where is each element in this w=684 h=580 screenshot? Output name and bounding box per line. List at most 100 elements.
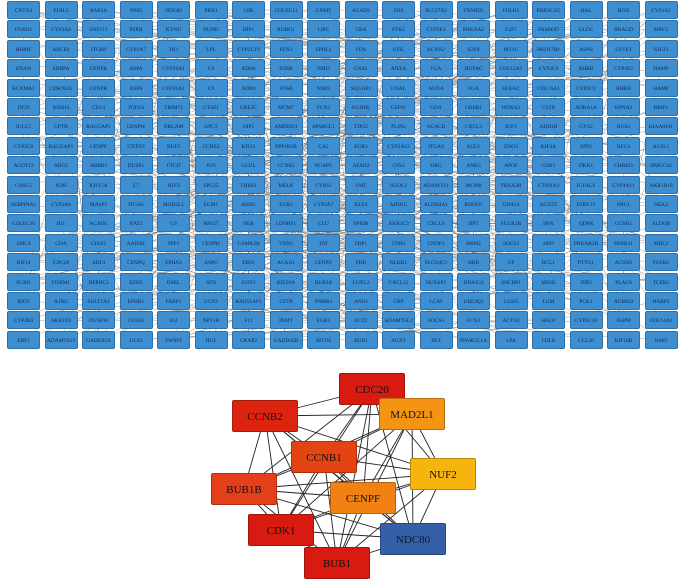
- network-node[interactable]: CDC20: [44, 253, 78, 272]
- network-node[interactable]: ATAD2: [344, 156, 378, 175]
- network-node[interactable]: IGLL5: [7, 117, 40, 136]
- network-node[interactable]: C9: [194, 78, 228, 97]
- network-node[interactable]: CYP1A2: [644, 1, 678, 19]
- network-node[interactable]: CPS1: [382, 156, 415, 175]
- network-node[interactable]: DUSP1: [119, 156, 153, 175]
- network-node[interactable]: AHSG: [232, 195, 265, 213]
- network-node[interactable]: CENPK: [82, 59, 115, 78]
- network-node[interactable]: COL15A1: [532, 78, 565, 97]
- network-node[interactable]: SPDL1: [307, 39, 340, 58]
- network-node[interactable]: EGR2: [269, 195, 303, 213]
- network-node[interactable]: MASP1: [82, 195, 115, 213]
- network-node[interactable]: CENPU: [307, 253, 340, 272]
- network-node[interactable]: GNMT: [307, 1, 340, 19]
- network-node[interactable]: ID1: [44, 214, 78, 233]
- network-node[interactable]: LCAT: [419, 292, 453, 310]
- network-node[interactable]: HOXA3: [494, 98, 528, 116]
- network-node[interactable]: CENPH: [194, 233, 228, 252]
- network-node[interactable]: RAD51AP1: [232, 292, 265, 310]
- network-node[interactable]: SFN: [194, 272, 228, 291]
- network-node[interactable]: SPIDR: [344, 214, 378, 233]
- network-node[interactable]: ACLY: [457, 136, 490, 155]
- network-node[interactable]: RAP2A: [82, 1, 115, 19]
- network-node[interactable]: ALDOB: [644, 214, 678, 233]
- network-node[interactable]: KCNMA1: [7, 78, 40, 97]
- network-node[interactable]: TRIM71: [157, 98, 190, 116]
- network-node[interactable]: EBF1: [7, 330, 40, 349]
- network-node[interactable]: FCN3: [457, 311, 490, 330]
- network-node[interactable]: PGM1: [7, 272, 40, 291]
- network-node[interactable]: HSD17B2: [532, 39, 565, 58]
- network-node[interactable]: BHMT: [7, 39, 40, 58]
- network-node[interactable]: TK1: [157, 39, 190, 58]
- network-node[interactable]: MELK: [269, 175, 303, 194]
- network-node[interactable]: CYP4F2: [607, 59, 640, 78]
- network-node[interactable]: AKR1D1: [44, 311, 78, 330]
- network-node[interactable]: SNF213: [82, 20, 115, 39]
- network-node[interactable]: HRG: [419, 156, 453, 175]
- network-node[interactable]: CRP: [382, 292, 415, 310]
- network-node[interactable]: CYP2A6: [44, 195, 78, 213]
- network-node[interactable]: PSMB4: [307, 292, 340, 310]
- network-node[interactable]: ASPH: [569, 39, 603, 58]
- network-node[interactable]: SULT1A1: [82, 292, 115, 310]
- network-node[interactable]: KMO: [644, 330, 678, 349]
- network-node[interactable]: EGR1: [307, 311, 340, 330]
- network-node[interactable]: CHRM3: [607, 156, 640, 175]
- network-node[interactable]: SGOL2: [382, 175, 415, 194]
- network-node[interactable]: ECM1: [194, 195, 228, 213]
- network-node[interactable]: KLKB1: [382, 253, 415, 272]
- hub-node-nuf2[interactable]: NUF2: [410, 458, 476, 490]
- hub-node-cdk1[interactable]: CDK1: [248, 514, 314, 546]
- network-node[interactable]: CYP3A7: [119, 39, 153, 58]
- network-node[interactable]: GADD45A: [82, 330, 115, 349]
- network-node[interactable]: SLCO4C1: [419, 253, 453, 272]
- hub-node-ndc80[interactable]: NDC80: [380, 523, 446, 555]
- network-node[interactable]: GLDC: [569, 20, 603, 39]
- network-node[interactable]: HAMP: [644, 59, 678, 78]
- network-node[interactable]: HPX: [532, 214, 565, 233]
- network-node[interactable]: CXCL6: [419, 214, 453, 233]
- network-node[interactable]: CYR61: [307, 175, 340, 194]
- network-node[interactable]: ITGA9: [419, 136, 453, 155]
- network-node[interactable]: HSPB11: [607, 233, 640, 252]
- network-node[interactable]: TKT: [419, 330, 453, 349]
- network-node[interactable]: CDK1: [532, 156, 565, 175]
- network-node[interactable]: RHBB: [569, 59, 603, 78]
- network-node[interactable]: ANXA: [382, 59, 415, 78]
- network-node[interactable]: IGFALS: [569, 175, 603, 194]
- network-node[interactable]: COLEC11: [269, 1, 303, 19]
- network-node[interactable]: ADH1C: [382, 195, 415, 213]
- network-node[interactable]: DEPDC1: [82, 272, 115, 291]
- network-node[interactable]: LPA: [494, 330, 528, 349]
- network-node[interactable]: KYNU: [157, 20, 190, 39]
- network-node[interactable]: CASC5: [7, 175, 40, 194]
- network-node[interactable]: CDH1: [382, 233, 415, 252]
- network-node[interactable]: MCM8: [457, 175, 490, 194]
- network-node[interactable]: ADAMTS13: [44, 330, 78, 349]
- network-node[interactable]: FBP1: [344, 233, 378, 252]
- network-node[interactable]: CCL20: [569, 330, 603, 349]
- network-node[interactable]: CYP2C9: [532, 59, 565, 78]
- network-node[interactable]: TAT: [307, 233, 340, 252]
- network-node[interactable]: CKAP2: [232, 330, 265, 349]
- network-node[interactable]: ACMSD: [607, 292, 640, 310]
- network-node[interactable]: HABP2: [644, 292, 678, 310]
- network-node[interactable]: COLEC10: [7, 214, 40, 233]
- network-node[interactable]: CYP2C8: [7, 136, 40, 155]
- network-node[interactable]: COL14A1: [644, 311, 678, 330]
- network-node[interactable]: ITGA6: [119, 195, 153, 213]
- network-node[interactable]: FOXO1: [7, 20, 40, 39]
- network-node[interactable]: MT1G: [494, 39, 528, 58]
- network-node[interactable]: AMDHD1: [269, 117, 303, 136]
- network-node[interactable]: LPL: [194, 39, 228, 58]
- hub-node-ccnb1[interactable]: CCNB1: [291, 441, 357, 473]
- network-node[interactable]: CYP26A1: [157, 59, 190, 78]
- network-node[interactable]: HAMP: [644, 78, 678, 97]
- network-node[interactable]: KCNN2: [419, 39, 453, 58]
- network-node[interactable]: NCAPG: [307, 156, 340, 175]
- network-node[interactable]: IDO2: [7, 292, 40, 310]
- network-node[interactable]: ARG1: [44, 156, 78, 175]
- network-node[interactable]: ASPA: [119, 59, 153, 78]
- network-node[interactable]: EPHB1: [119, 292, 153, 310]
